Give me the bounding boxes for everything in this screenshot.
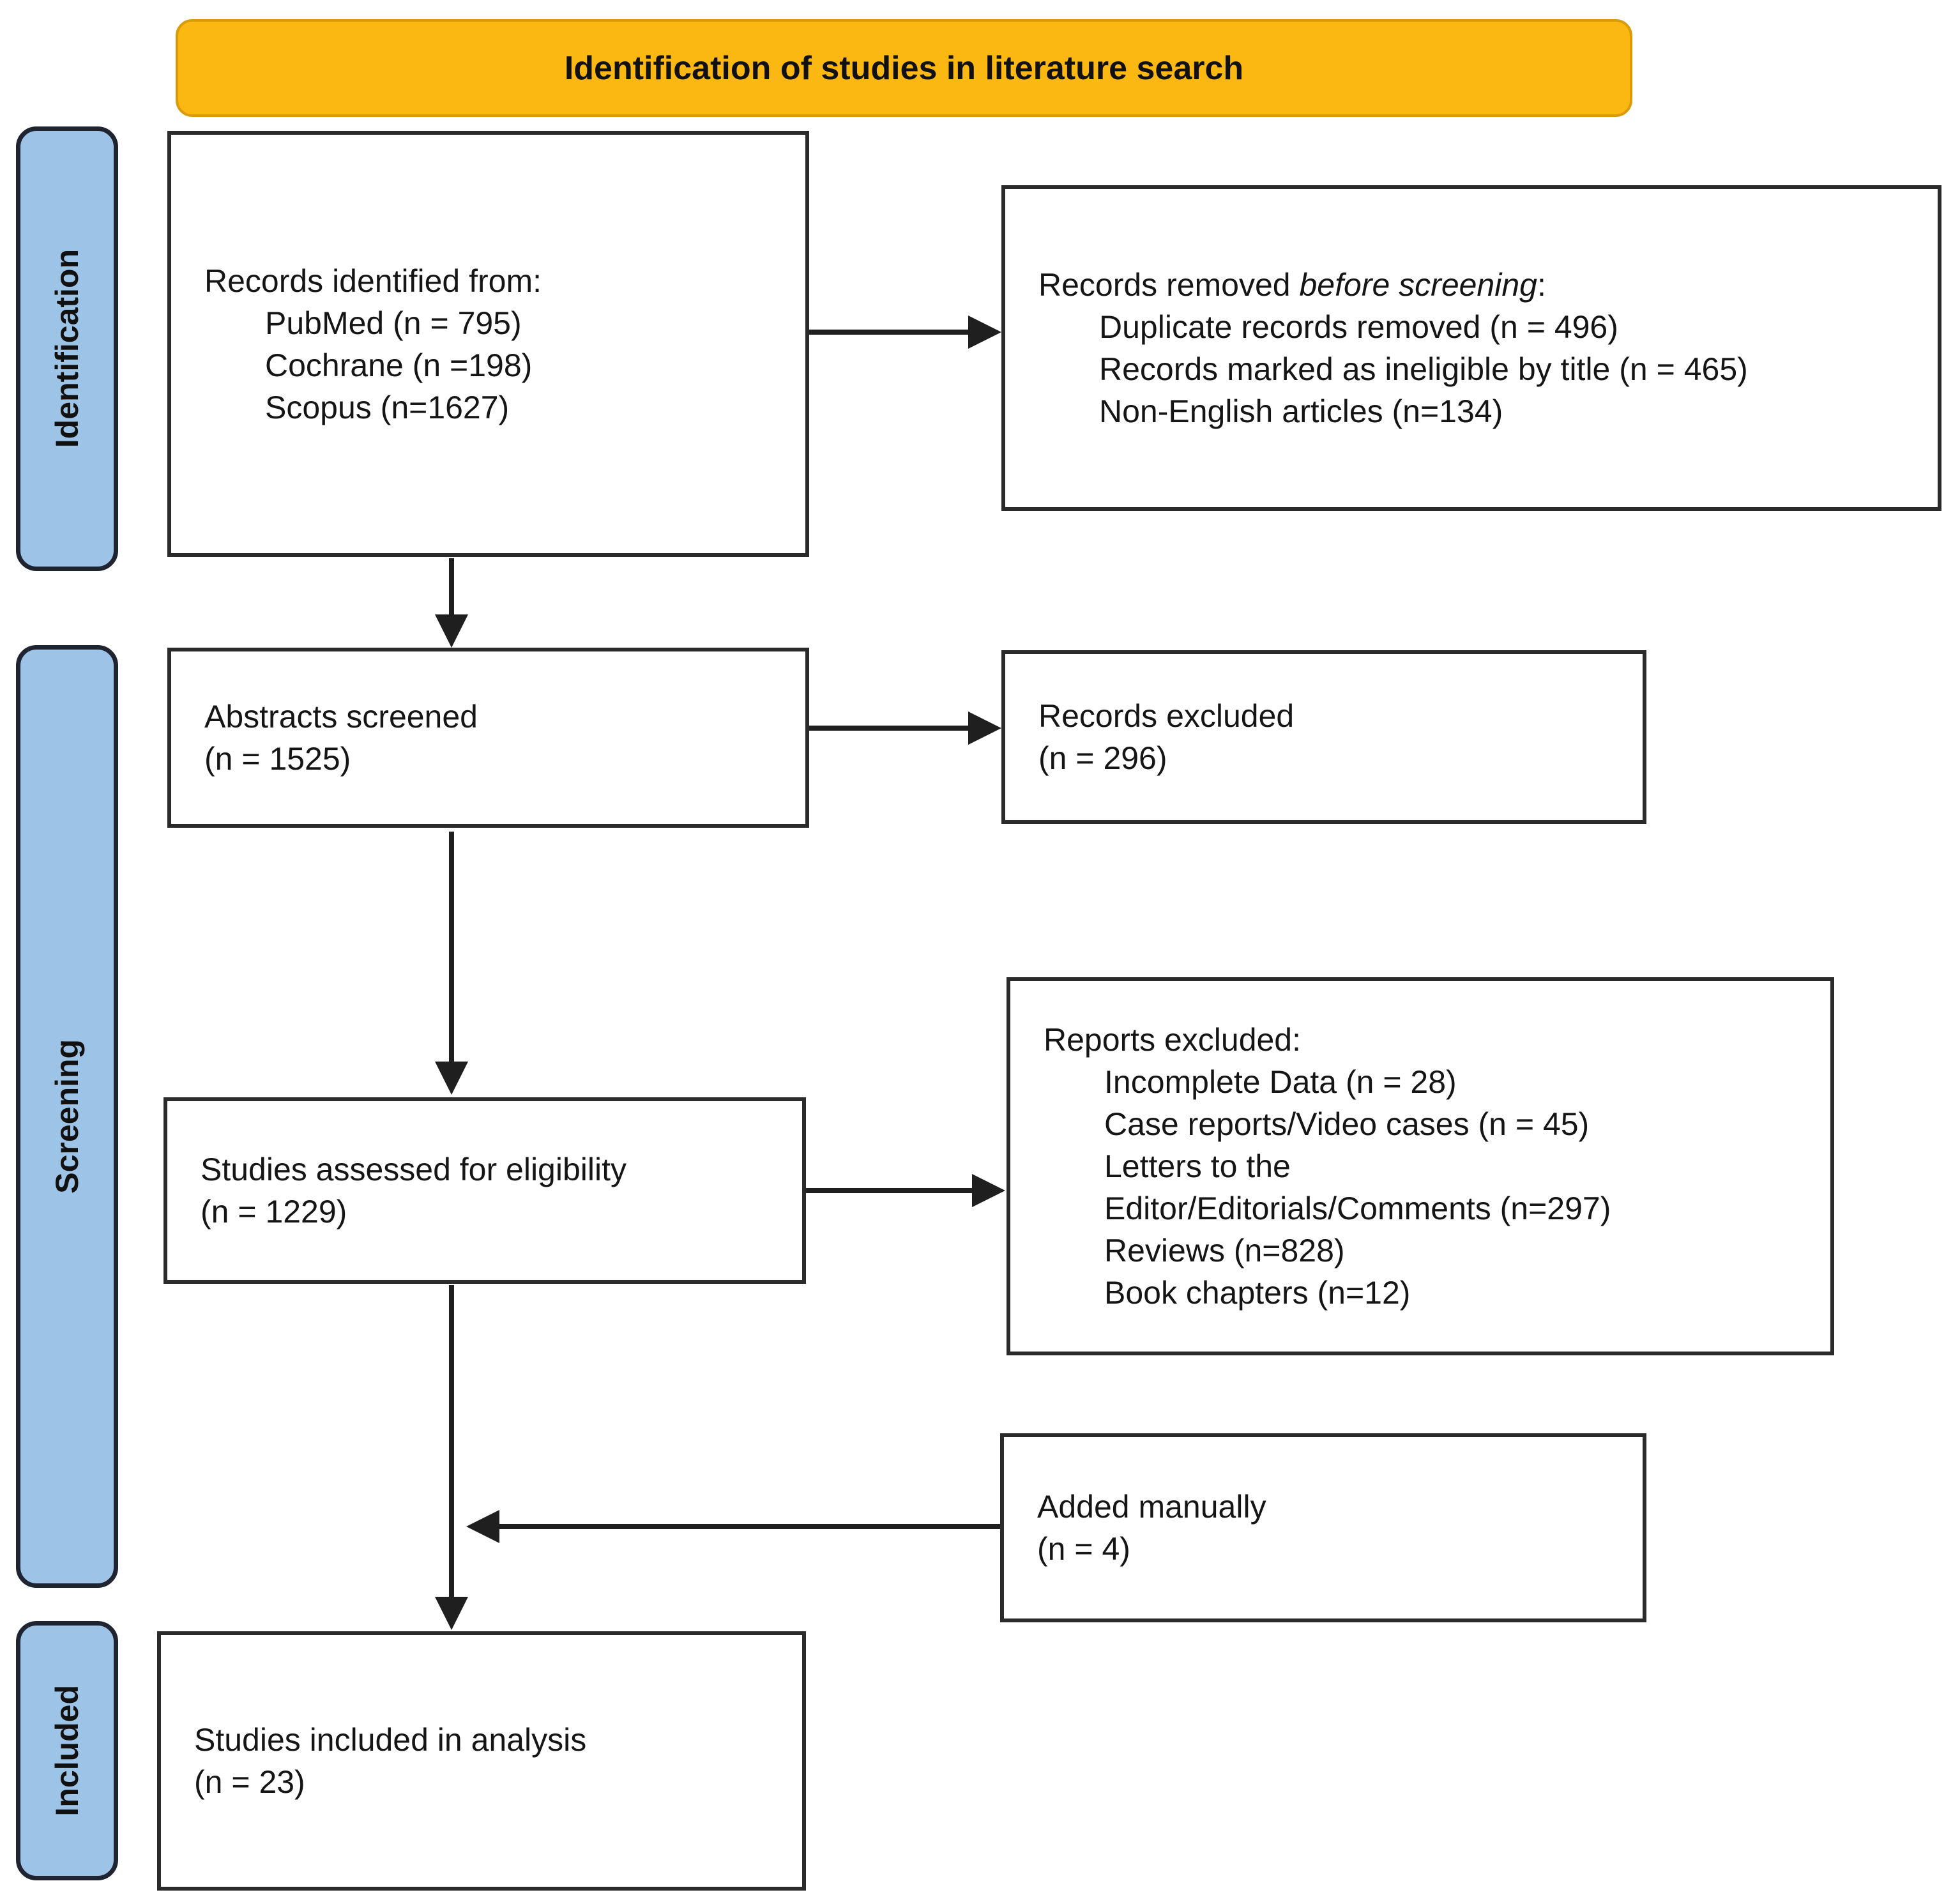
records-identified-item-cochrane: Cochrane (n =198) bbox=[265, 347, 533, 383]
added-manually-box: Added manually (n = 4) bbox=[1000, 1433, 1646, 1622]
reports-excluded-item-casereports: Case reports/Video cases (n = 45) bbox=[1104, 1106, 1590, 1142]
records-removed-item-duplicates: Duplicate records removed (n = 496) bbox=[1099, 309, 1618, 345]
arrow-abstracts-to-assessed bbox=[435, 832, 468, 1095]
studies-assessed-box: Studies assessed for eligibility (n = 12… bbox=[163, 1097, 806, 1284]
studies-included-box: Studies included in analysis (n = 23) bbox=[157, 1631, 806, 1891]
stage-included-label: Included bbox=[49, 1685, 85, 1816]
arrow-assessed-to-reports-excluded bbox=[806, 1174, 1005, 1207]
studies-included-text: Studies included in analysis (n = 23) bbox=[194, 1722, 587, 1800]
stage-included: Included bbox=[16, 1621, 118, 1880]
records-removed-box: Records removed before screening: Duplic… bbox=[1001, 185, 1941, 511]
records-identified-item-pubmed: PubMed (n = 795) bbox=[265, 305, 522, 341]
stage-identification: Identification bbox=[16, 126, 118, 571]
stage-identification-label: Identification bbox=[49, 249, 85, 448]
records-removed-item-nonenglish: Non-English articles (n=134) bbox=[1099, 393, 1503, 429]
records-identified-title: Records identified from: bbox=[204, 263, 542, 299]
records-removed-item-ineligible: Records marked as ineligible by title (n… bbox=[1099, 351, 1748, 387]
arrow-assessed-to-included bbox=[435, 1285, 468, 1630]
abstracts-screened-text: Abstracts screened (n = 1525) bbox=[204, 699, 478, 777]
records-identified-box: Records identified from: PubMed (n = 795… bbox=[167, 131, 809, 557]
reports-excluded-item-letters: Letters to the Editor/Editorials/Comment… bbox=[1104, 1148, 1611, 1226]
reports-excluded-item-incomplete: Incomplete Data (n = 28) bbox=[1104, 1064, 1457, 1100]
added-manually-text: Added manually (n = 4) bbox=[1037, 1489, 1266, 1567]
abstracts-screened-box: Abstracts screened (n = 1525) bbox=[167, 648, 809, 828]
arrow-abstracts-to-excluded bbox=[809, 712, 1001, 745]
records-identified-item-scopus: Scopus (n=1627) bbox=[265, 389, 510, 425]
arrow-identified-to-removed bbox=[809, 316, 1001, 349]
records-excluded-box: Records excluded (n = 296) bbox=[1001, 650, 1646, 824]
reports-excluded-item-bookchapters: Book chapters (n=12) bbox=[1104, 1275, 1411, 1311]
reports-excluded-title: Reports excluded: bbox=[1044, 1022, 1302, 1058]
records-excluded-text: Records excluded (n = 296) bbox=[1038, 698, 1295, 776]
reports-excluded-item-reviews: Reviews (n=828) bbox=[1104, 1233, 1345, 1268]
arrow-identified-to-abstracts bbox=[435, 558, 468, 648]
title-banner: Identification of studies in literature … bbox=[176, 19, 1632, 117]
studies-assessed-text: Studies assessed for eligibility (n = 12… bbox=[201, 1152, 627, 1230]
records-removed-title: Records removed before screening: bbox=[1038, 267, 1546, 303]
stage-screening: Screening bbox=[16, 645, 118, 1588]
diagram-title: Identification of studies in literature … bbox=[564, 49, 1244, 87]
reports-excluded-box: Reports excluded: Incomplete Data (n = 2… bbox=[1007, 977, 1834, 1355]
arrow-added-manually-to-flow bbox=[466, 1510, 1000, 1543]
stage-screening-label: Screening bbox=[49, 1039, 85, 1194]
